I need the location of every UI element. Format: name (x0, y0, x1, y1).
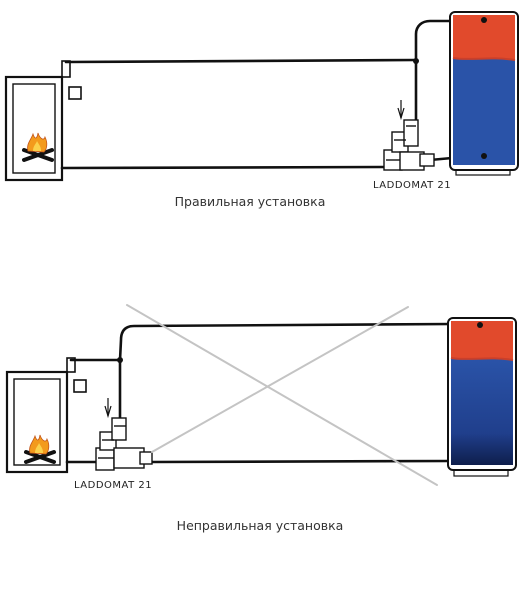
junction (413, 58, 419, 64)
valve-icon (95, 398, 153, 471)
fire-icon (22, 132, 54, 162)
cross-mark (126, 304, 438, 486)
pipes-correct (60, 19, 454, 170)
tank-correct (449, 11, 519, 176)
valve-icon (383, 100, 435, 171)
valve-label-correct: LADDOMAT 21 (373, 180, 452, 191)
correct-installation (4, 11, 519, 182)
pipes-incorrect (65, 322, 454, 464)
caption-correct-installation: Правильная установка (174, 194, 326, 209)
caption-incorrect-installation: Неправильная установка (176, 518, 344, 533)
junction (117, 357, 123, 363)
fire-icon (24, 434, 56, 464)
tank-incorrect (447, 317, 517, 477)
boiler-correct (4, 60, 82, 182)
incorrect-installation (5, 304, 517, 486)
valve-label-incorrect: LADDOMAT 21 (74, 480, 153, 491)
boiler-incorrect (5, 357, 87, 474)
